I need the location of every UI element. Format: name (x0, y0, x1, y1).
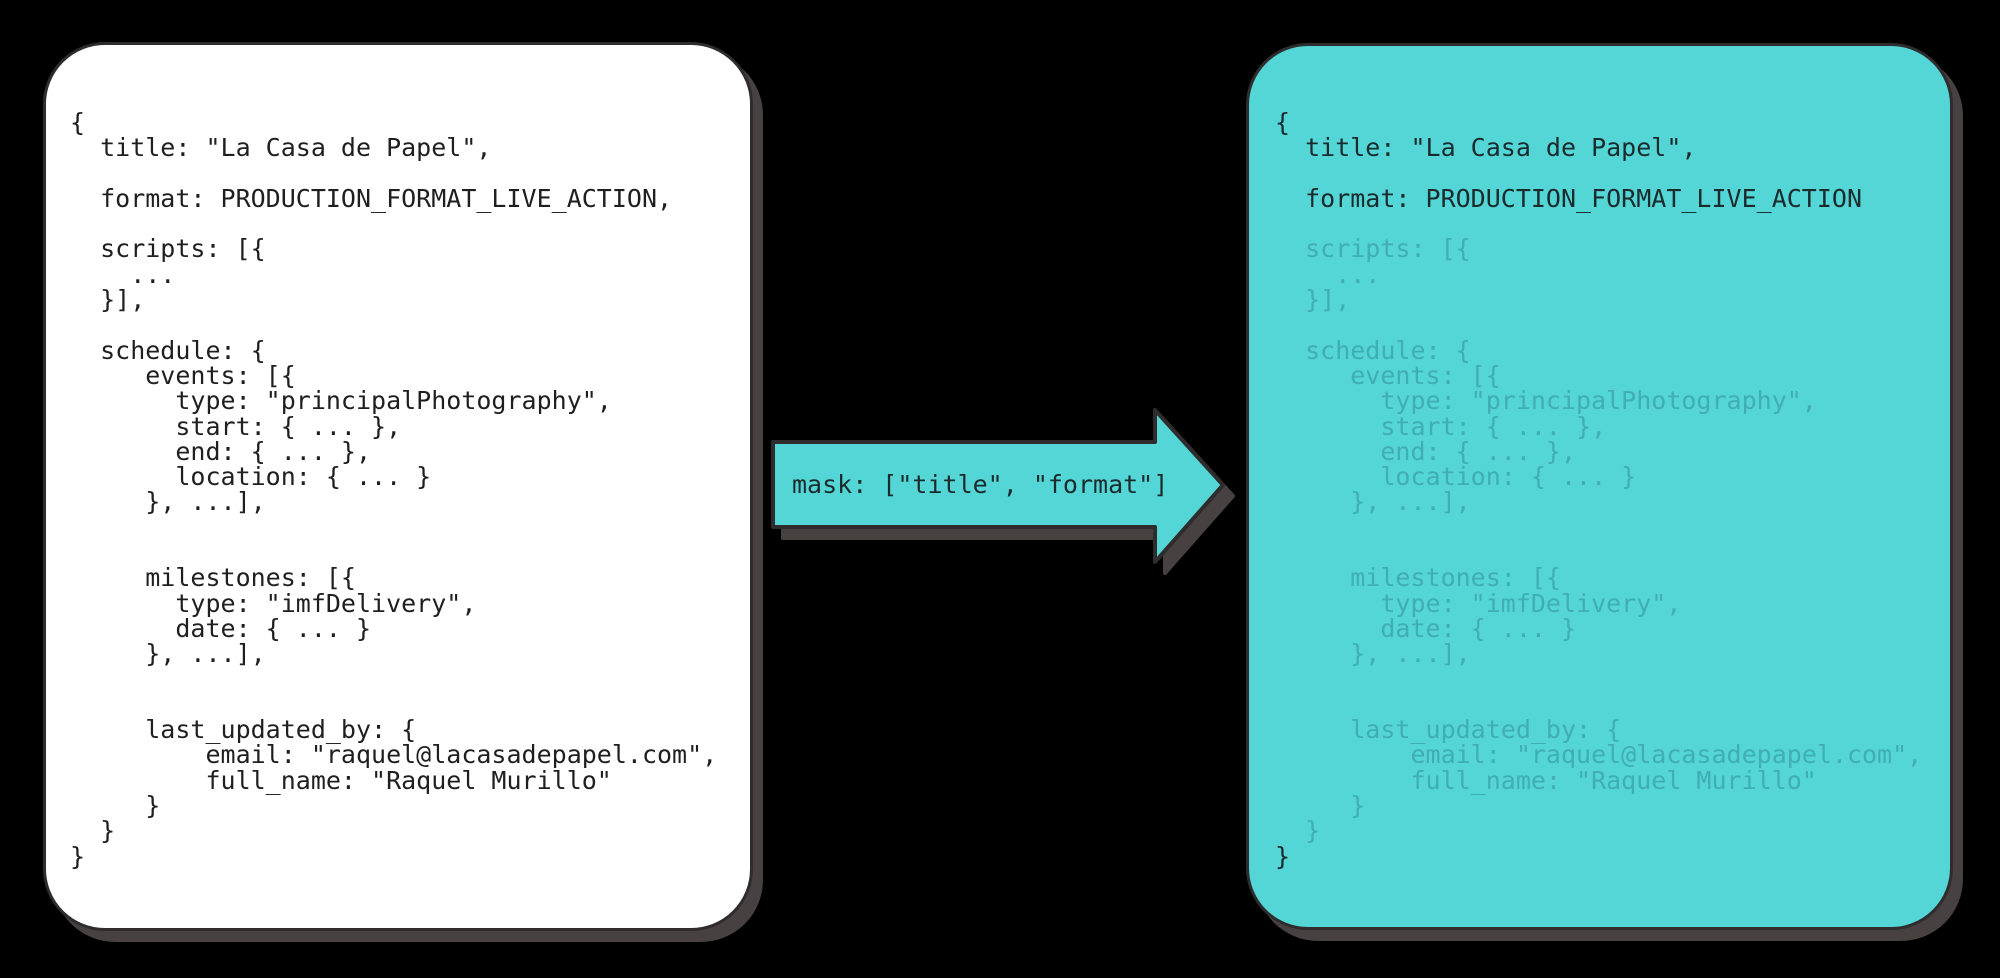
kept-fields-top: { title: "La Casa de Papel", format: PRO… (1275, 108, 1862, 213)
masked-json-code: { title: "La Casa de Papel", format: PRO… (1275, 110, 1922, 869)
masked-json-panel: { title: "La Casa de Papel", format: PRO… (1246, 43, 1953, 930)
kept-closing-brace: } (1275, 841, 1291, 871)
masked-fields-block: scripts: [{ ... }], schedule: { events: … (1305, 234, 1923, 846)
mask-arrow-icon (771, 408, 1225, 564)
mask-arrow-label: mask: ["title", "format"] (792, 469, 1169, 499)
source-json-panel: { title: "La Casa de Papel", format: PRO… (43, 42, 753, 931)
source-json-code: { title: "La Casa de Papel", format: PRO… (70, 108, 718, 871)
